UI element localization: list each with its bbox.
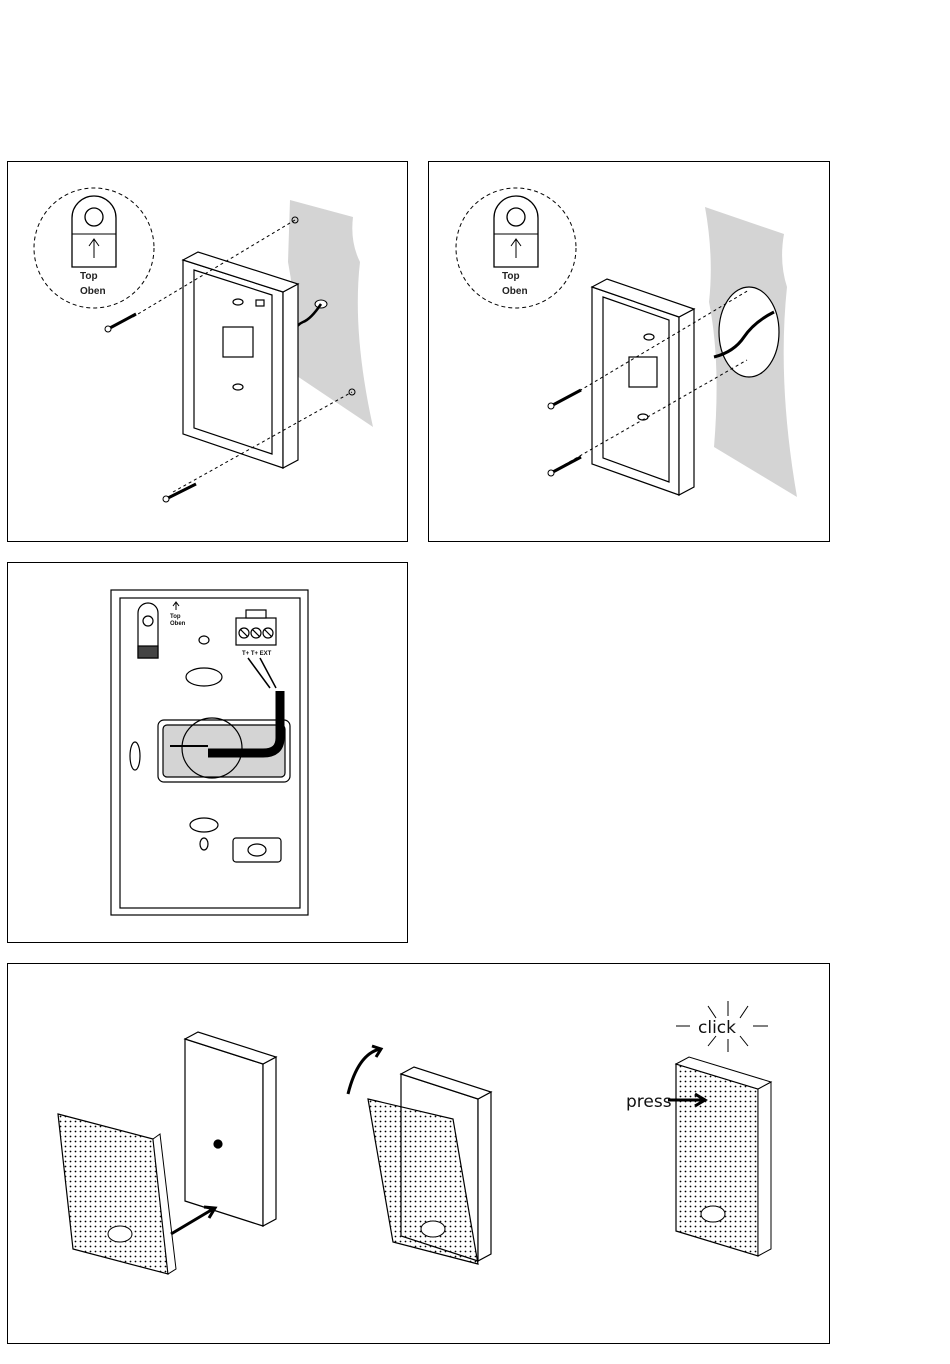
panel-surface-mount: Top Oben <box>7 161 408 542</box>
panel-wiring: T+ T+ EXT Top Oben <box>7 562 408 943</box>
curved-arrow-icon <box>348 1046 381 1094</box>
click-label: click <box>698 1018 736 1038</box>
press-label: press <box>626 1092 672 1112</box>
screw-icon <box>548 457 581 476</box>
housing-base <box>592 279 694 495</box>
front-cover <box>58 1114 176 1274</box>
housing-base <box>185 1032 276 1226</box>
wall <box>288 200 373 427</box>
label-oben: Oben <box>80 286 106 297</box>
label-top: Top <box>502 271 520 282</box>
closed-unit <box>676 1057 771 1256</box>
panel-flush-box-mount: Top Oben <box>428 161 830 542</box>
label-oben: Oben <box>502 286 528 297</box>
surface-mount-illustration: Top Oben <box>8 162 407 541</box>
wiring-illustration: T+ T+ EXT Top Oben <box>8 563 407 942</box>
label-top: Top <box>170 614 181 620</box>
orientation-callout: Top Oben <box>34 188 154 308</box>
arrow-icon <box>171 1207 215 1234</box>
screw-icon <box>548 390 581 409</box>
panel-fitting-cover: press click <box>7 963 830 1344</box>
label-oben: Oben <box>170 621 186 627</box>
fitting-cover-illustration: press click <box>8 964 829 1343</box>
screw-icon <box>163 484 196 502</box>
orientation-callout: Top Oben <box>456 188 576 308</box>
housing-base <box>183 252 298 468</box>
flush-box-mount-illustration: Top Oben <box>429 162 829 541</box>
screw-icon <box>105 314 136 332</box>
terminal-labels: T+ T+ EXT <box>242 651 272 657</box>
label-top: Top <box>80 271 98 282</box>
